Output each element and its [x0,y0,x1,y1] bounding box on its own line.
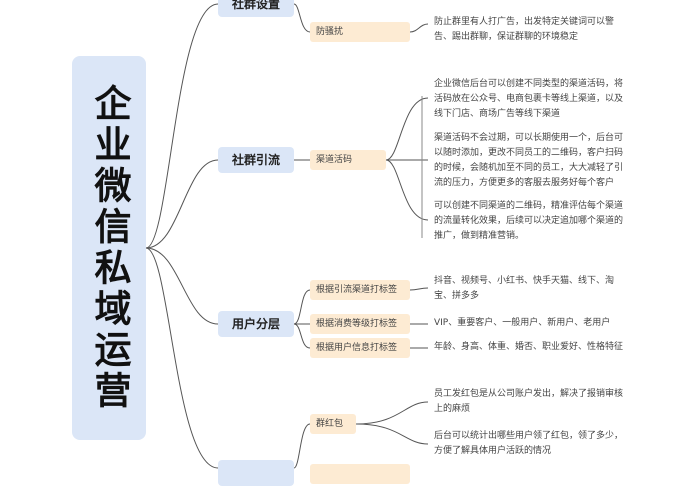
branch-leaf-link [293,3,311,33]
note-red-packet-2: 后台可以统计出哪些用户领了红包，领了多少， 方便了解具体用户活跃的情况 [434,431,624,456]
branch-community-settings: 社群设置 [218,0,294,17]
leaf-note-link [355,401,429,425]
leaf-note-link [409,23,429,33]
branch-community-traffic: 社群引流 [218,147,294,173]
leaf-note-link [355,423,429,445]
leaf-note-link [385,97,429,161]
branch-leaf-link [293,423,311,469]
note-anti-harassment: 防止群里有人打广告，出发特定关键词可以警 告、踢出群聊，保证群聊的环境稳定 [434,17,615,42]
root-branch-link [145,247,219,325]
note-tag-by-spending: VIP、重要客户、一般用户、新用户、老用户 [434,318,611,328]
root-branch-link [145,3,219,249]
note-tag-by-channel: 抖音、视频号、小红书、快手天猫、线下、淘 宝、拼多多 [434,276,615,301]
root-label: 企业微信私域运营 [88,84,131,412]
note-channel-code-3: 可以创建不同渠道的二维码，精准评估每个渠道 的流量转化效果，后续可以决定追加哪个… [434,201,624,241]
note-red-packet-1: 员工发红包是从公司账户发出，解决了报销审核 上的麻烦 [434,389,624,414]
note-tag-by-profile: 年龄、身高、体重、婚否、职业爱好、性格特征 [434,342,624,352]
branch-label: 社群引流 [231,153,280,167]
leaf-group-red-packet: 群红包 [310,414,356,434]
root-branch-link [145,159,219,249]
leaf-bottom-cut [310,464,410,484]
leaf-channel-code: 渠道活码 [310,150,386,170]
branch-label: 用户分层 [231,317,280,331]
leaf-tag-by-channel: 根据引流渠道打标签 [310,280,410,300]
branch-leaf-link [293,323,311,349]
connector-lines [145,3,429,469]
leaf-note-link [385,159,429,221]
branch-leaf-link [293,289,311,325]
note-channel-code-2: 渠道活码不会过期，可以长期使用一个，后台可 以随时添加，更改不同员工的二维码，客… [434,133,624,188]
leaf-tag-by-spending: 根据消费等级打标签 [310,314,410,334]
leaf-tag-by-profile: 根据用户信息打标签 [310,338,410,358]
branch-user-segmentation: 用户分层 [218,311,294,337]
leaf-note-link [409,287,429,291]
leaf-anti-harassment: 防骚扰 [310,22,410,42]
note-text: ... [434,0,443,4]
branch-bottom [218,460,294,486]
root-topic: 企业微信私域运营 [72,56,146,440]
branch-label: 社群设置 [231,0,280,11]
note-channel-code-1: 企业微信后台可以创建不同类型的渠道活码，将 活码放在公众号、电商包裹卡等线上渠道… [434,79,624,119]
root-branch-link [145,247,219,469]
